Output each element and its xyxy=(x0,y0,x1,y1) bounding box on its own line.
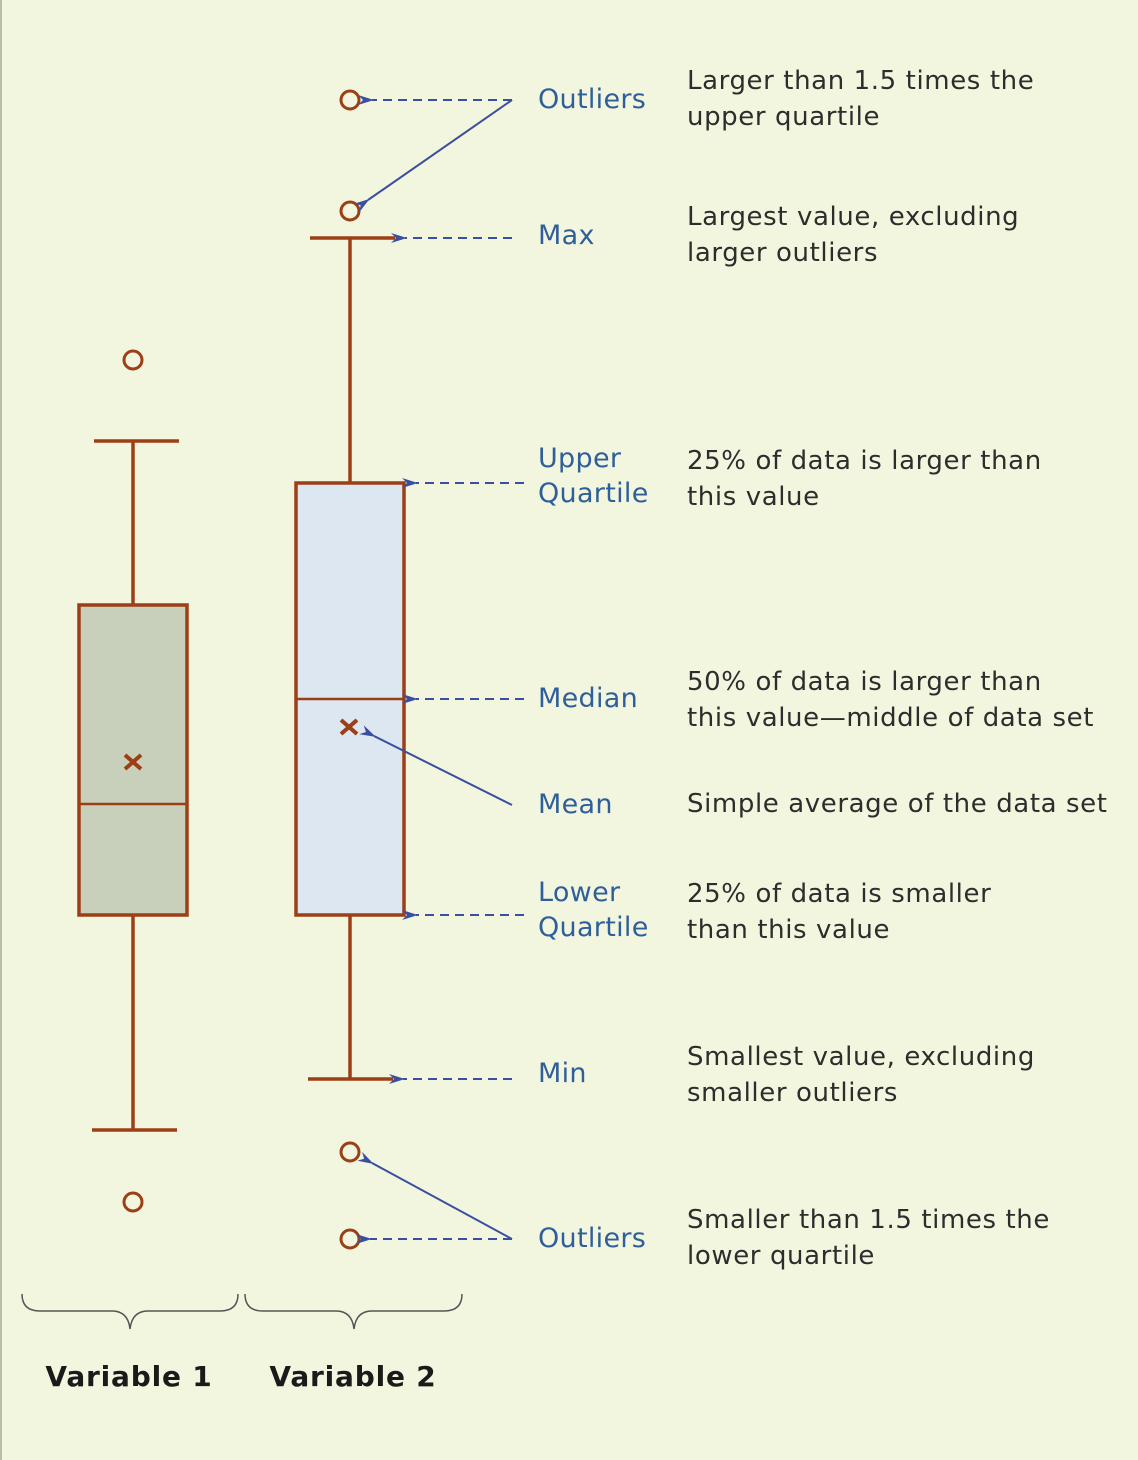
desc-line: lower quartile xyxy=(687,1241,875,1271)
arrow-outliers-top-diagonal xyxy=(353,99,513,213)
pointer-arrows xyxy=(353,95,524,1244)
term-line: Max xyxy=(538,220,595,251)
term-line: Outliers xyxy=(538,1223,647,1254)
desc-max: Largest value, excluding larger outliers xyxy=(687,199,1019,271)
desc-mean: Simple average of the data set xyxy=(687,786,1108,822)
desc-line: Smaller than 1.5 times the xyxy=(687,1205,1050,1235)
term-line: Quartile xyxy=(538,912,649,943)
term-line: Median xyxy=(538,683,639,714)
mean-marker xyxy=(123,753,143,771)
desc-line: Simple average of the data set xyxy=(687,789,1108,819)
outlier-marker xyxy=(339,89,361,111)
desc-line: 50% of data is larger than xyxy=(687,667,1042,697)
mean-marker xyxy=(339,718,359,736)
desc-line: 25% of data is larger than xyxy=(687,446,1042,476)
term-line: Min xyxy=(538,1058,587,1089)
term-outliers-lower: Outliers xyxy=(538,1221,646,1256)
desc-line: smaller outliers xyxy=(687,1078,899,1108)
outlier-marker xyxy=(122,1191,144,1213)
term-outliers-upper: Outliers xyxy=(538,82,646,117)
desc-line: than this value xyxy=(687,915,891,945)
term-lower-quartile: Lower Quartile xyxy=(538,875,649,945)
term-min: Min xyxy=(538,1056,587,1091)
variable-1-label: Variable 1 xyxy=(45,1360,213,1393)
desc-outliers-lower: Smaller than 1.5 times the lower quartil… xyxy=(687,1202,1050,1274)
desc-lower-quartile: 25% of data is smaller than this value xyxy=(687,876,991,948)
term-median: Median xyxy=(538,681,638,716)
term-mean: Mean xyxy=(538,787,613,822)
outlier-marker xyxy=(339,1141,361,1163)
desc-line: Larger than 1.5 times the xyxy=(687,66,1035,96)
term-line: Upper xyxy=(538,443,622,474)
term-line: Lower xyxy=(538,877,621,908)
desc-line: upper quartile xyxy=(687,102,881,132)
desc-line: 25% of data is smaller xyxy=(687,879,992,909)
brace-variable-2 xyxy=(244,1293,463,1330)
desc-median: 50% of data is larger than this value—mi… xyxy=(687,664,1094,736)
desc-outliers-upper: Larger than 1.5 times the upper quartile xyxy=(687,63,1034,135)
boxplot-variable-1 xyxy=(77,349,189,1213)
outlier-marker xyxy=(122,349,144,371)
variable-braces xyxy=(21,1293,463,1330)
desc-line: Largest value, excluding xyxy=(687,202,1020,232)
outlier-marker xyxy=(339,200,361,222)
term-line: Outliers xyxy=(538,84,647,115)
desc-line: larger outliers xyxy=(687,238,879,268)
desc-min: Smallest value, excluding smaller outlie… xyxy=(687,1039,1035,1111)
term-max: Max xyxy=(538,218,595,253)
desc-line: this value xyxy=(687,482,820,512)
term-line: Mean xyxy=(538,789,613,820)
desc-line: Smallest value, excluding xyxy=(687,1042,1035,1072)
desc-upper-quartile: 25% of data is larger than this value xyxy=(687,443,1042,515)
variable-2-label: Variable 2 xyxy=(269,1360,437,1393)
arrow-outliers-bottom-diagonal xyxy=(357,1151,513,1240)
term-line: Quartile xyxy=(538,478,649,509)
desc-line: this value—middle of data set xyxy=(687,703,1095,733)
boxplot-variable-2 xyxy=(294,89,406,1250)
arrow-mean xyxy=(359,725,513,806)
outlier-marker xyxy=(339,1228,361,1250)
term-upper-quartile: Upper Quartile xyxy=(538,441,649,511)
brace-variable-1 xyxy=(21,1293,239,1330)
